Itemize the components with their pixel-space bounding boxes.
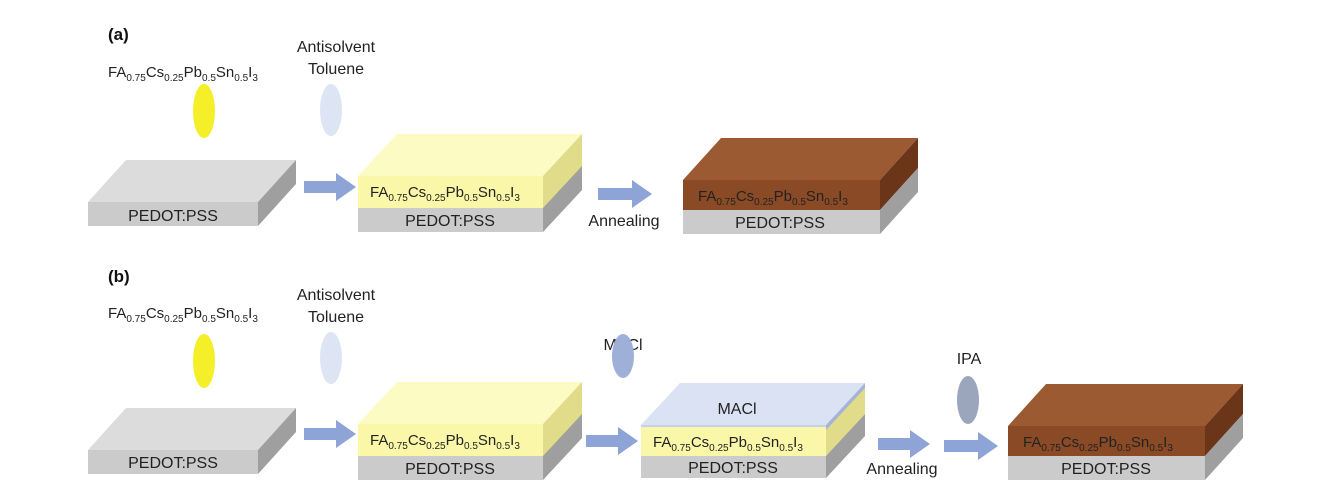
panel-b-arrow-4 <box>944 432 998 460</box>
panel-b-annealing-label: Annealing <box>866 461 937 478</box>
panel-a-stack2-film-label: FA0.75Cs0.25Pb0.5Sn0.5I3 <box>370 184 520 204</box>
panel-b-macl-drop <box>612 334 634 378</box>
panel-b-arrow-3 <box>878 430 930 458</box>
panel-a-arrow-2 <box>598 180 652 208</box>
panel-b-stack1-base-label: PEDOT:PSS <box>128 455 218 472</box>
panel-b-ipa-drop <box>957 376 979 424</box>
panel-a-stack1-base-label: PEDOT:PSS <box>128 208 218 225</box>
panel-b-arrow-1 <box>304 420 356 448</box>
panel-b-stack-macl: MACl FA0.75Cs0.25Pb0.5Sn0.5I3 PEDOT:PSS <box>641 383 865 478</box>
panel-a-stack3-film-label: FA0.75Cs0.25Pb0.5Sn0.5I3 <box>698 188 848 208</box>
panel-b-precursor-drop <box>193 334 215 388</box>
panel-b-stack3-macl-label: MACl <box>717 401 756 418</box>
panel-a-stack-wet-film: FA0.75Cs0.25Pb0.5Sn0.5I3 PEDOT:PSS <box>358 134 582 232</box>
panel-a-arrow-1 <box>304 173 356 201</box>
panel-b-arrow-2 <box>586 427 638 455</box>
panel-b-toluene-drop <box>320 332 342 384</box>
panel-b-antisolvent-label: Antisolvent <box>297 287 376 304</box>
panel-a-antisolvent-label: Antisolvent <box>297 39 376 56</box>
panel-b-stack2-film-label: FA0.75Cs0.25Pb0.5Sn0.5I3 <box>370 432 520 452</box>
panel-a-label: (a) <box>108 25 129 44</box>
panel-a-annealing-label: Annealing <box>588 213 659 230</box>
panel-a-stack-annealed: FA0.75Cs0.25Pb0.5Sn0.5I3 PEDOT:PSS <box>683 138 918 234</box>
panel-b-toluene-label: Toluene <box>308 309 364 326</box>
panel-b-ipa-label: IPA <box>957 351 982 368</box>
panel-a-stack2-base-label: PEDOT:PSS <box>405 213 495 230</box>
panel-a-precursor-formula: FA0.75Cs0.25Pb0.5Sn0.5I3 <box>108 64 258 84</box>
panel-a-toluene-drop <box>320 84 342 136</box>
panel-b-label: (b) <box>108 267 130 286</box>
panel-a-stack3-base-label: PEDOT:PSS <box>735 215 825 232</box>
panel-b-stack4-film-label: FA0.75Cs0.25Pb0.5Sn0.5I3 <box>1023 434 1173 454</box>
panel-b-stack-wet-film: FA0.75Cs0.25Pb0.5Sn0.5I3 PEDOT:PSS <box>358 382 582 480</box>
panel-a-precursor-drop <box>193 84 215 138</box>
panel-b-precursor-formula: FA0.75Cs0.25Pb0.5Sn0.5I3 <box>108 305 258 325</box>
panel-b-stack-annealed: FA0.75Cs0.25Pb0.5Sn0.5I3 PEDOT:PSS <box>1008 384 1243 480</box>
panel-b-stack2-base-label: PEDOT:PSS <box>405 461 495 478</box>
panel-a-toluene-label: Toluene <box>308 61 364 78</box>
panel-a-stack-substrate: PEDOT:PSS <box>88 160 296 226</box>
panel-b-stack3-base-label: PEDOT:PSS <box>688 460 778 477</box>
panel-b-stack3-film-label: FA0.75Cs0.25Pb0.5Sn0.5I3 <box>653 434 803 454</box>
panel-b-stack4-base-label: PEDOT:PSS <box>1061 461 1151 478</box>
panel-b-stack-substrate: PEDOT:PSS <box>88 408 296 474</box>
